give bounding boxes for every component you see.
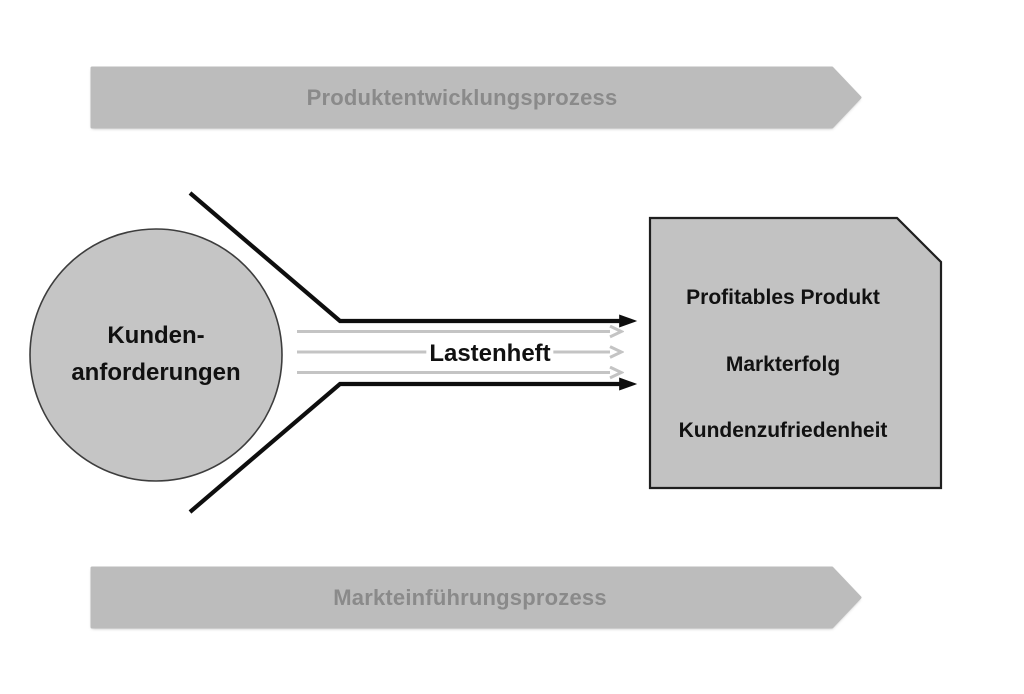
bottom-process-label: Markteinführungsprozess bbox=[333, 585, 607, 610]
top-process-arrow-shape bbox=[92, 68, 860, 127]
top-process-arrow-outline bbox=[90, 66, 862, 129]
result-box-line-2: Markterfolg bbox=[725, 353, 841, 376]
lastenheft-label: Lastenheft bbox=[426, 340, 554, 368]
result-box-line-3: Kundenzufriedenheit bbox=[678, 419, 888, 442]
result-box-shape bbox=[650, 218, 941, 488]
customer-requirements-line2: anforderungen bbox=[71, 359, 241, 386]
bottom-process-arrow-shape bbox=[92, 568, 860, 627]
bottom-process-arrow-outline bbox=[90, 566, 862, 629]
result-box-line-1: Profitables Produkt bbox=[686, 286, 880, 309]
top-process-label: Produktentwicklungsprozess bbox=[306, 85, 618, 110]
funnel-top-arrow bbox=[188, 191, 638, 328]
customer-requirements-circle bbox=[30, 229, 282, 481]
customer-requirements-label: Kunden- anforderungen bbox=[71, 317, 240, 391]
funnel-bottom-arrow bbox=[188, 377, 638, 514]
result-box-border bbox=[648, 216, 943, 490]
customer-requirements-line1: Kunden- bbox=[107, 322, 205, 349]
customer-requirements-circle-border bbox=[29, 228, 283, 482]
